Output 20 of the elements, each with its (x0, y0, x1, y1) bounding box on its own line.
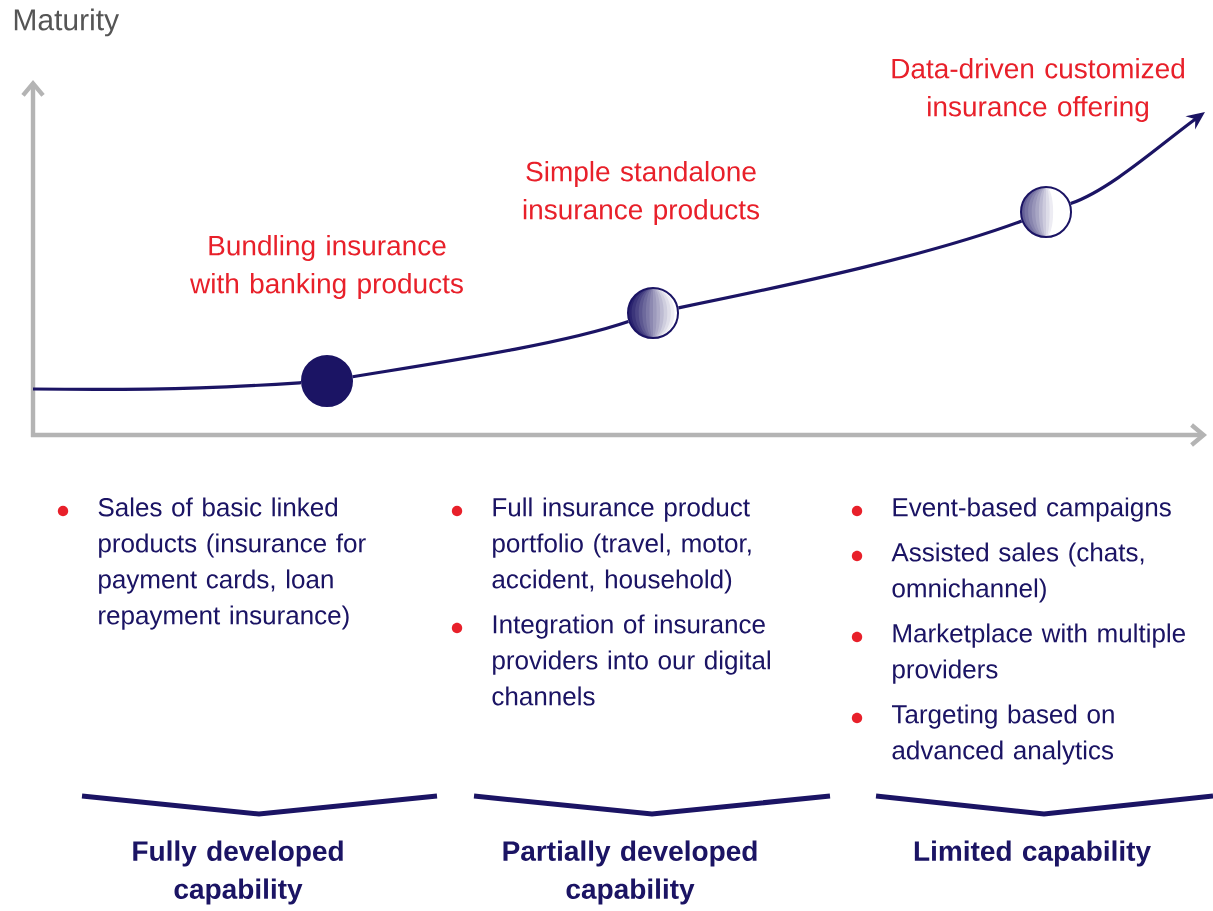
bullet-text: Event-based campaigns (893, 497, 1171, 522)
circle-marker (1020, 186, 1072, 238)
bullet-text: Integration of insurance providers into our digital channels (492, 614, 770, 706)
bullet-text: Sales of basic linked products (insurance for payment cards, loan repayment insurance) (98, 497, 366, 630)
maturity-curve (352, 319, 629, 379)
stage-label: Data-driven customized insurance offering (892, 57, 1184, 123)
maturity-curve (33, 381, 302, 392)
bullet-text: Assisted sales (chats, omnichannel) (891, 542, 1144, 603)
bullet-text: Targeting based on advanced analytics (892, 704, 1114, 765)
bullet-text: Marketplace with multiple providers (893, 623, 1185, 684)
capability-caption: Fully developed capability (133, 840, 343, 905)
stage-label: Bundling insurance with banking products (190, 234, 463, 300)
stage-label: Simple standalone insurance products (523, 160, 760, 226)
capability-caption: Partially developed capability (503, 840, 757, 905)
bullet-text: Full insurance product portfolio (travel, motor, accident, household) (492, 497, 751, 594)
capability-caption: Limited capability (914, 840, 1151, 867)
maturity-curve (678, 219, 1023, 310)
circle-marker (301, 355, 353, 407)
circle-marker (627, 287, 679, 339)
axis-title: Maturity (14, 8, 119, 37)
